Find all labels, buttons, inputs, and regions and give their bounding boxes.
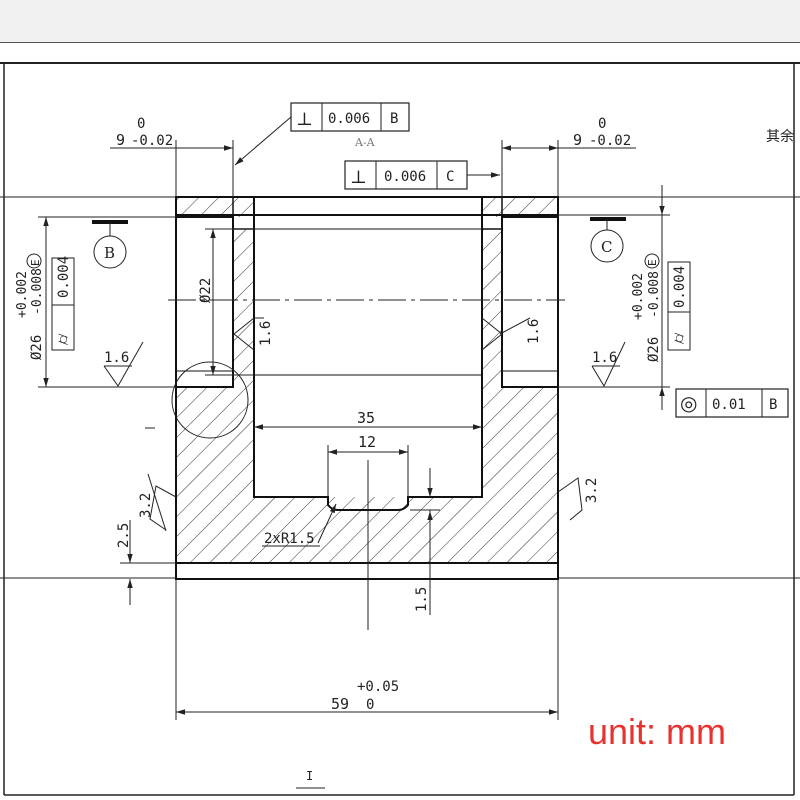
dim-slot-radius-label: 2xR1.5 [264, 531, 315, 547]
fcf-conc-value: 0.01 [712, 397, 746, 413]
perpendicularity-icon: ⊥ [350, 167, 367, 188]
dim-inner-width-label: 35 [357, 409, 375, 427]
fcf-perp-c [344, 160, 500, 190]
drawing-frame-line [0, 62, 800, 64]
roughness-right-side [557, 477, 583, 521]
section-label: A-A [354, 136, 376, 149]
dim-base-thickness-label: 2.5 [116, 523, 132, 548]
dim-od-left-upper: +0.002 [15, 271, 30, 318]
fcf-perp-b-datum: B [390, 111, 398, 127]
dim-9-left-upper: 0 [137, 116, 145, 132]
cylindricity-icon: ⌭ [53, 333, 72, 345]
roughness-left-outer [103, 341, 144, 387]
dim-slot-width-label: 12 [358, 433, 376, 451]
dim-od-right [558, 185, 691, 410]
datum-c-label: C [601, 238, 612, 256]
dim-9-left-lower: -0.02 [131, 133, 173, 149]
dim-bore-label: Ø22 [198, 278, 214, 303]
bottom-mark: I [306, 769, 313, 783]
dim-9-left [110, 140, 234, 197]
cyl-left-value: 0.004 [56, 256, 72, 298]
dim-overall [175, 580, 559, 720]
fcf-perp-b-value: 0.006 [328, 111, 370, 127]
fcf-concentricity [675, 388, 789, 418]
dim-od-left-envelope: E [29, 259, 42, 266]
dim-od-right-upper: +0.002 [631, 273, 646, 320]
fcf-perp-c-value: 0.006 [384, 169, 426, 185]
dim-od-left [26, 216, 176, 388]
roughness-right-inner [481, 317, 531, 351]
dim-od-right-lower: -0.008 [647, 271, 662, 318]
dim-od-left-nominal: Ø26 [29, 335, 45, 360]
roughness-right-inner-value: 1.6 [526, 319, 542, 344]
dim-od-left-lower: -0.008 [30, 268, 45, 315]
datum-b-marker [92, 220, 128, 269]
roughness-left-side-value: 3.2 [138, 493, 154, 518]
dim-9-right-lower: -0.02 [589, 133, 631, 149]
datum-c-marker [590, 217, 626, 263]
roughness-right-side-value: 3.2 [584, 478, 600, 503]
roughness-left-outer-value: 1.6 [104, 350, 129, 366]
dim-overall-upper: +0.05 [357, 679, 399, 695]
dim-slot-width [327, 445, 409, 497]
dim-9-right-nominal: 9 [573, 131, 582, 149]
dim-bore [205, 228, 254, 376]
side-note: 其余 [766, 128, 794, 145]
dim-od-right-nominal: Ø26 [646, 337, 662, 362]
radius-leader [317, 503, 337, 544]
fcf-conc-datum: B [769, 397, 777, 413]
datum-b-label: B [104, 244, 115, 262]
dim-9-left-nominal: 9 [116, 131, 125, 149]
cyl-right-value: 0.004 [672, 266, 688, 308]
concentricity-icon: ◎ [680, 391, 697, 415]
roughness-right-outer-value: 1.6 [592, 350, 617, 366]
dim-od-right-envelope: E [646, 259, 659, 266]
part-section [145, 196, 559, 580]
dim-overall-nominal: 59 [331, 695, 349, 713]
dim-slot-depth [410, 468, 440, 615]
dim-slot-depth-label: 1.5 [414, 587, 430, 612]
fcf-perp-c-datum: C [446, 169, 454, 185]
roughness-left-inner [233, 317, 264, 351]
window-title-bar [0, 0, 800, 43]
dim-base-thickness [120, 520, 176, 605]
unit-label: unit: mm [588, 711, 726, 752]
roughness-right-outer [591, 341, 626, 388]
dim-9-right [501, 140, 636, 197]
dim-9-right-upper: 0 [598, 116, 606, 132]
roughness-left-side [147, 473, 177, 532]
fcf-perp-b [234, 102, 410, 166]
perpendicularity-icon: ⊥ [296, 109, 313, 130]
dim-overall-lower: 0 [366, 697, 374, 713]
roughness-left-inner-value: 1.6 [258, 321, 274, 346]
cylindricity-icon: ⌭ [669, 332, 688, 344]
